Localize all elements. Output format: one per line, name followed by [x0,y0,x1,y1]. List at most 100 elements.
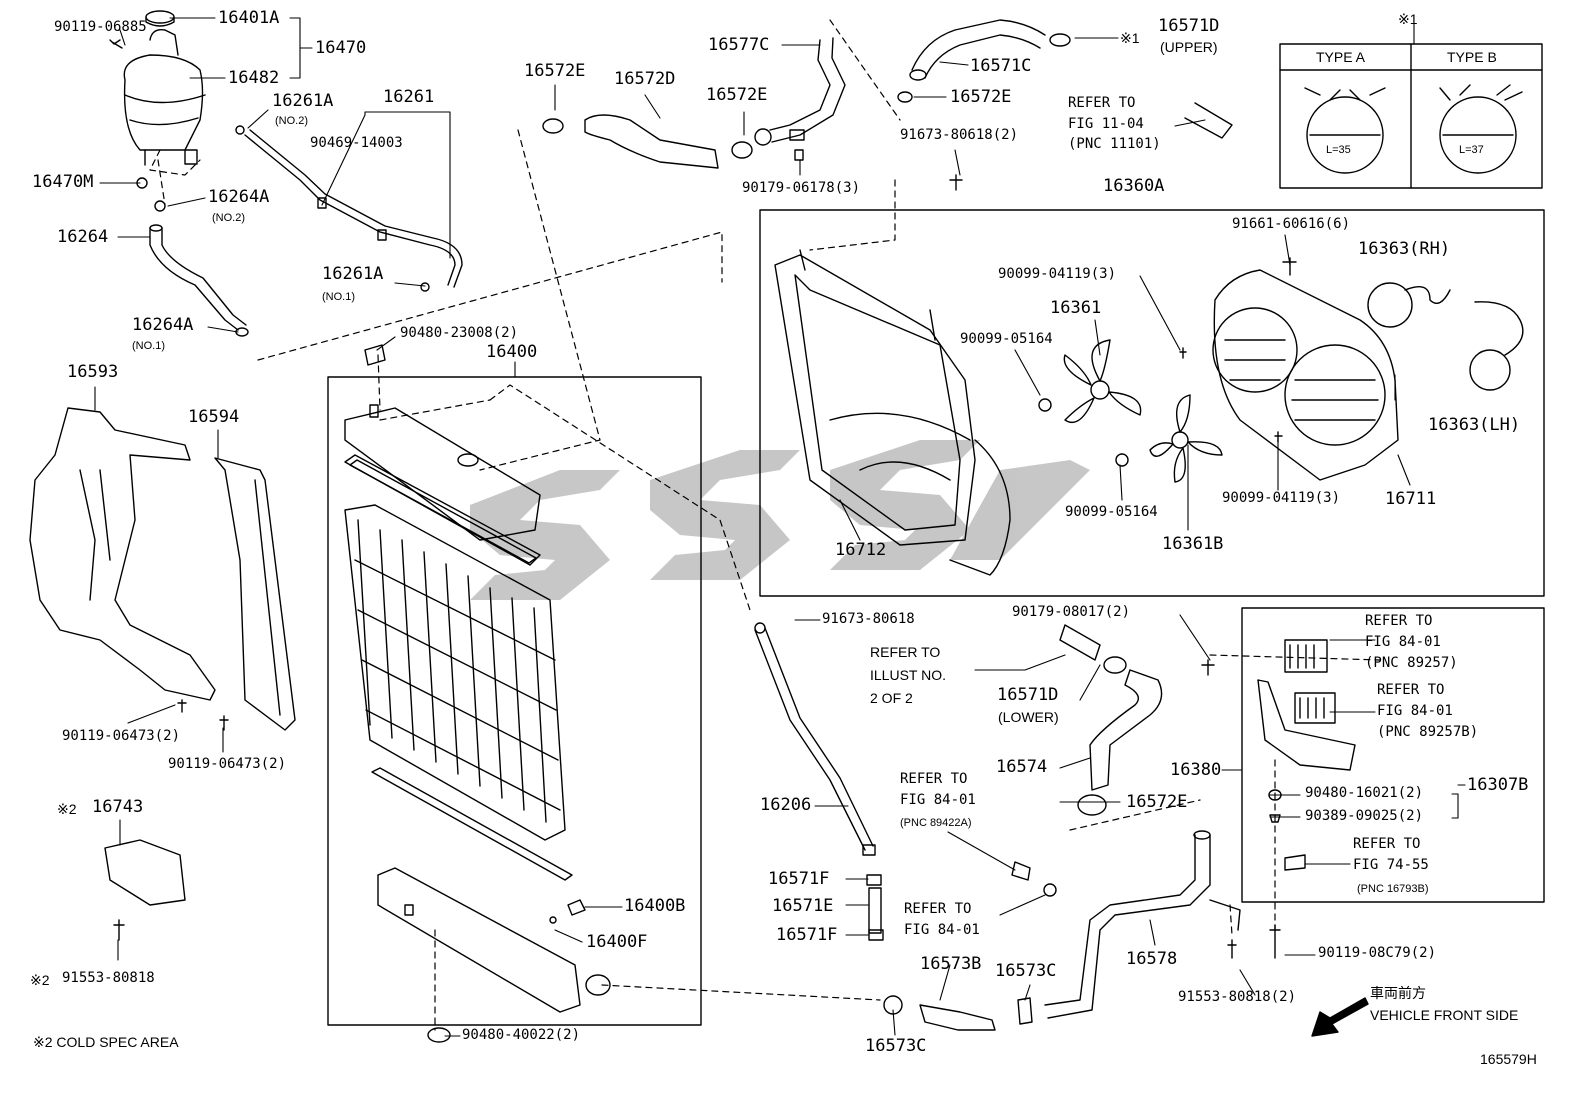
hose-16573B [883,995,996,1031]
dashed-link-lines [149,19,1381,1031]
refer-89257-line2: FIG 84-01 [1365,634,1441,650]
sensor-89422A [1011,861,1057,897]
pipe-16578 [1044,830,1241,1019]
part-90119-06473-b: 90119-06473(2) [168,756,287,772]
refer-illust-line2: ILLUST NO. [870,667,946,683]
radiator-core [344,504,566,841]
part-16572E-b: 16572E [706,85,768,105]
part-16594: 16594 [188,407,240,427]
part-16572E-d: 16572E [1126,792,1188,812]
part-16264A-no1: 16264A [132,315,194,335]
part-91553-80818-b: 91553-80818(2) [1178,989,1297,1005]
refer-89257B-line3: (PNC 89257B) [1377,724,1479,740]
part-16743: 16743 [92,797,144,817]
pipe-16577C [754,37,846,161]
part-16261A-no2: 16261A [272,91,334,111]
clamp-b-length: L=37 [1459,144,1484,156]
part-16261A-no1: 16261A [322,264,384,284]
part-16571C: 16571C [970,56,1032,76]
part-16571F-b: 16571F [776,925,838,945]
upper-note: (UPPER) [1160,39,1218,55]
bolts-lower [1201,659,1281,959]
part-16574: 16574 [996,757,1048,777]
part-16363-rh: 16363(RH) [1358,239,1451,259]
gasket-upper [344,454,541,566]
part-16572E-a: 16572E [524,61,586,81]
fan-housing-16711 [1212,269,1399,481]
refer-illust-line1: REFER TO [870,644,941,660]
part-16363-lh: 16363(LH) [1428,415,1521,435]
part-16573C-a: 16573C [995,961,1057,981]
part-16206: 16206 [760,795,812,815]
fan-shroud-16712 [774,249,1011,576]
part-16264A-no2: 16264A [208,187,270,207]
refer-illust-line3: 2 OF 2 [870,690,913,706]
no2-note-b: (NO.2) [212,212,245,224]
part-90179-08017: 90179-08017(2) [1012,604,1131,620]
mark-2-b: ※2 [30,972,50,988]
part-90179-06178: 90179-06178(3) [742,180,861,196]
reservoir-tank-16470 [123,10,206,212]
cover-16743 [104,839,186,941]
hose-16574 [1077,656,1163,816]
part-16573B: 16573B [920,954,982,974]
clamp-type-a [1304,87,1386,174]
bolts-upper [949,174,1297,276]
seal-16594 [214,457,296,731]
bracket-fasteners [1268,789,1306,871]
refer-84-01-line1: REFER TO [904,901,972,917]
refer-11-04-line3: (PNC 11101) [1068,136,1161,152]
part-91661-60616: 91661-60616(6) [1232,216,1351,232]
small-fasteners-fan [1038,347,1283,467]
seal-16593 [29,407,216,701]
part-16470: 16470 [315,38,367,58]
part-16361B: 16361B [1162,534,1224,554]
motor-16363-rh [1367,282,1451,328]
frame-clamp-types [1279,43,1543,189]
radiator-lower-tank [377,867,611,1013]
relay-89257B [1294,692,1336,724]
part-90480-23008: 90480-23008(2) [400,325,519,341]
part-16571D-upper: 16571D [1158,16,1220,36]
part-90119-08C79: 90119-08C79(2) [1318,945,1437,961]
no1-note-b: (NO.1) [132,340,165,352]
part-16307B: 16307B [1467,775,1529,795]
part-90469-14003: 90469-14003 [310,135,403,151]
figure-id: 165579H [1480,1051,1537,1067]
mark-1-a: ※1 [1120,30,1140,46]
vehicle-front-arrow [1311,997,1369,1037]
part-16482: 16482 [228,68,280,88]
refer-89257B-line1: REFER TO [1377,682,1445,698]
part-16400F: 16400F [586,932,648,952]
part-91673-80618: 91673-80618 [822,611,915,627]
vehicle-front-label: VEHICLE FRONT SIDE [1370,1007,1519,1023]
part-16261: 16261 [383,87,435,107]
part-90099-04119-b: 90099-04119(3) [1222,490,1341,506]
frame-fan-shroud-16360A [759,209,1545,597]
part-16571F-a: 16571F [768,869,830,889]
bolt-90119-06885 [109,39,123,49]
part-90119-06473-a: 90119-06473(2) [62,728,181,744]
part-90480-16021: 90480-16021(2) [1305,785,1424,801]
part-16593: 16593 [67,362,119,382]
refer-84-01-line2: FIG 84-01 [904,922,980,938]
part-16712: 16712 [835,540,887,560]
relay-89257 [1284,639,1328,673]
watermark-logo [470,440,1090,600]
part-16470M: 16470M [32,172,94,192]
refer-89257B-line2: FIG 84-01 [1377,703,1453,719]
refer-74-55-line2: FIG 74-55 [1353,857,1429,873]
refer-74-55-line1: REFER TO [1353,836,1421,852]
part-16401A: 16401A [218,8,280,28]
part-16571E: 16571E [772,896,834,916]
part-16361: 16361 [1050,298,1102,318]
refer-11-04-line1: REFER TO [1068,95,1136,111]
motor-16363-lh [1469,301,1524,391]
leader-lines [94,17,1466,1037]
part-16572E-c: 16572E [950,87,1012,107]
hose-16571C-upper [897,19,1233,139]
vehicle-front-label-jp: 車両前方 [1370,985,1426,1001]
pipe-16261 [235,125,463,292]
